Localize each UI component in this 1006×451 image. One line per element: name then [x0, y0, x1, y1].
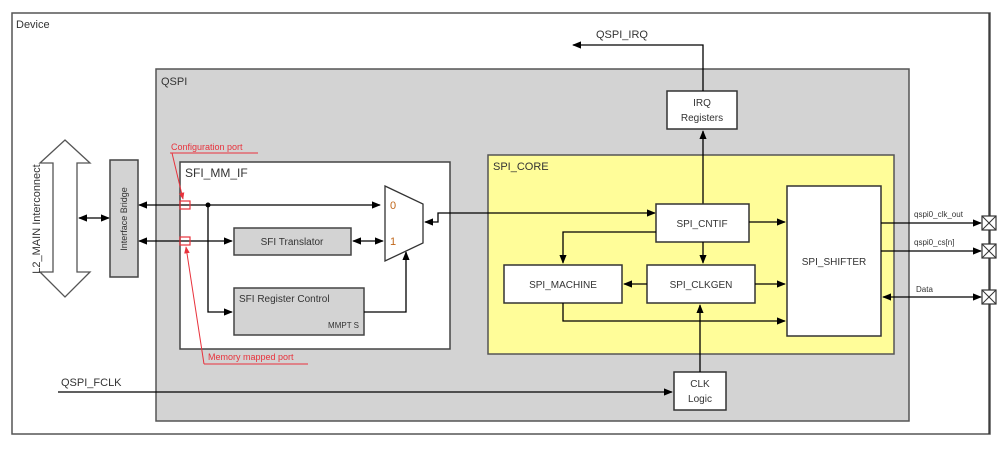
- configuration-port-annotation: Configuration port: [170, 142, 258, 200]
- clk-out-label: qspi0_clk_out: [914, 210, 964, 219]
- mux-cntif-link: [424, 209, 656, 226]
- machine-shifter-link: [562, 303, 786, 325]
- pad-clk-out: [981, 215, 997, 231]
- clk-logic-label-line1: CLK: [690, 379, 710, 390]
- memory-mapped-port-label: Memory mapped port: [208, 352, 294, 362]
- data-label: Data: [916, 285, 933, 294]
- l2-main-interconnect: L2_MAIN Interconnect: [31, 139, 92, 298]
- irq-registers-label-line2: Registers: [681, 113, 723, 124]
- pad-data: [981, 289, 997, 305]
- mux: 0 1: [384, 184, 424, 263]
- sfi-translator-label: SFI Translator: [261, 237, 324, 248]
- spi-machine-label: SPI_MACHINE: [529, 280, 597, 291]
- qspi-irq-line: [572, 41, 704, 91]
- qspi-fclk-label: QSPI_FCLK: [61, 377, 122, 389]
- pad-cs: [981, 243, 997, 259]
- spi-shifter-label: SPI_SHIFTER: [802, 257, 866, 268]
- mmpt-s-label: MMPT S: [328, 321, 359, 330]
- memory-mapped-port-marker: [179, 236, 191, 246]
- register-control-mux-select: [364, 251, 410, 313]
- spi-core-label: SPI_CORE: [493, 161, 549, 173]
- interface-bridge-block: Interface Bridge: [109, 159, 139, 278]
- register-control-feed: [207, 205, 233, 316]
- spi-cntif-block: SPI_CNTIF: [655, 203, 750, 243]
- l2-main-interconnect-label: L2_MAIN Interconnect: [31, 164, 43, 273]
- clk-logic-label-line2: Logic: [688, 394, 712, 405]
- irq-registers-block: IRQ Registers: [666, 90, 738, 130]
- spi-shifter-block: SPI_SHIFTER: [786, 185, 882, 337]
- clk-logic-block: CLK Logic: [673, 371, 727, 411]
- interface-bridge-label: Interface Bridge: [119, 187, 129, 251]
- mux-input-0-label: 0: [390, 200, 396, 212]
- sfi-register-control-block: SFI Register Control MMPT S: [233, 287, 365, 336]
- qspi-label: QSPI: [161, 76, 187, 88]
- sfi-register-control-label: SFI Register Control: [239, 294, 330, 305]
- sfi-translator-block: SFI Translator: [233, 227, 352, 256]
- spi-clkgen-label: SPI_CLKGEN: [670, 280, 733, 291]
- qspi-irq-label: QSPI_IRQ: [596, 29, 648, 41]
- device-label: Device: [16, 19, 50, 31]
- cs-label: qspi0_cs[n]: [914, 238, 954, 247]
- spi-clkgen-block: SPI_CLKGEN: [646, 264, 756, 304]
- configuration-port-marker: [179, 200, 191, 210]
- configuration-port-label: Configuration port: [171, 142, 243, 152]
- cntif-machine-link: [559, 231, 656, 264]
- spi-machine-block: SPI_MACHINE: [503, 264, 623, 304]
- spi-cntif-label: SPI_CNTIF: [676, 219, 727, 230]
- memory-mapped-port-annotation: Memory mapped port: [184, 246, 308, 365]
- mux-input-1-label: 1: [390, 236, 396, 248]
- sfi-mm-if-label: SFI_MM_IF: [185, 166, 248, 180]
- irq-registers-label-line1: IRQ: [693, 98, 711, 109]
